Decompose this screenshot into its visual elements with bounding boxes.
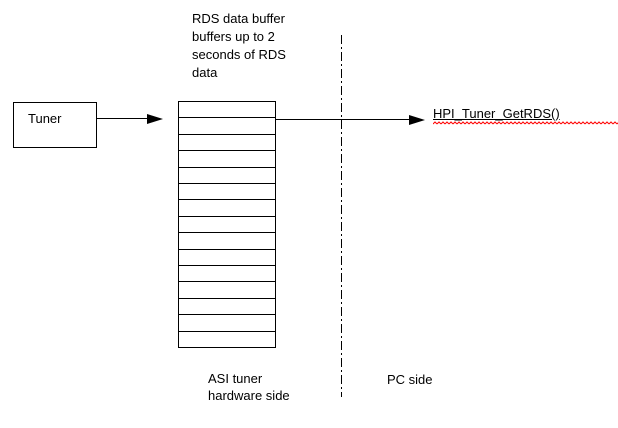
buffer-row (179, 166, 275, 183)
buffer-row (179, 215, 275, 232)
buffer-row (179, 199, 275, 215)
buffer-row (179, 248, 275, 265)
pc-side-label: PC side (387, 372, 433, 387)
buffer-to-api-arrow-line (276, 119, 410, 120)
buffer-note-label: RDS data buffer buffers up to 2 seconds … (192, 11, 286, 80)
tuner-to-buffer-arrow-line (97, 118, 148, 119)
rds-data-buffer (178, 101, 276, 348)
buffer-row (179, 183, 275, 199)
tuner-box: Tuner (13, 102, 97, 148)
buffer-row (179, 117, 275, 133)
buffer-row (179, 232, 275, 248)
buffer-row (179, 297, 275, 314)
api-call: HPI_Tuner_GetRDS() (433, 106, 618, 125)
api-call-label: HPI_Tuner_GetRDS() (433, 106, 560, 121)
buffer-row (179, 330, 275, 347)
buffer-row (179, 314, 275, 330)
buffer-row (179, 133, 275, 150)
hardware-pc-divider-line (341, 35, 342, 397)
buffer-row (179, 150, 275, 166)
tuner-to-buffer-arrowhead-icon (147, 114, 163, 124)
buffer-to-api-arrowhead-icon (409, 115, 425, 125)
spellcheck-squiggle-icon (433, 121, 618, 125)
hardware-side-label: ASI tuner hardware side (208, 371, 290, 403)
buffer-row (179, 265, 275, 281)
tuner-label: Tuner (28, 111, 62, 126)
buffer-row (179, 281, 275, 297)
buffer-row (179, 102, 275, 117)
